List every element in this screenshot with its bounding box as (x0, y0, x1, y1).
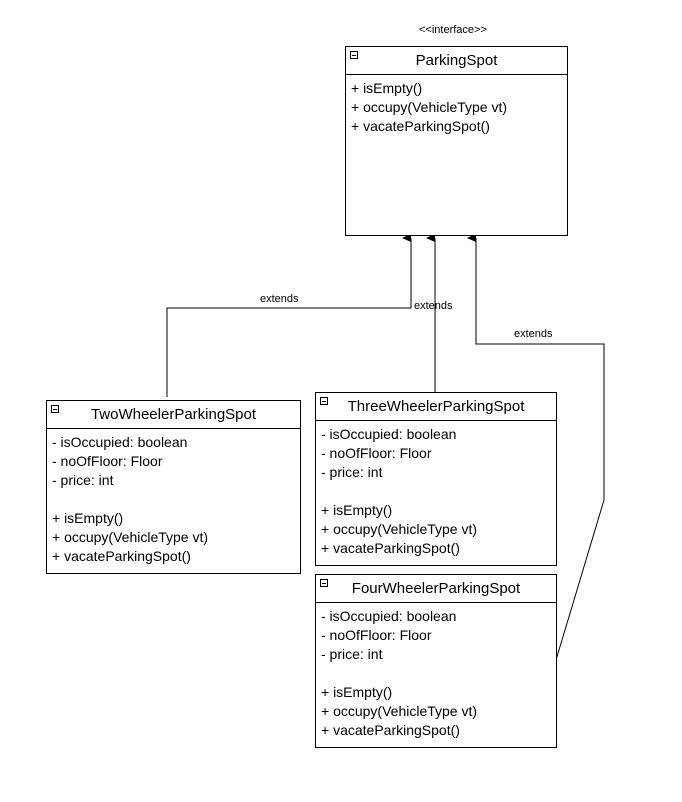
collapse-icon[interactable] (320, 397, 328, 405)
extends-edge-four (467, 234, 605, 661)
class-box-two-wheeler[interactable]: TwoWheelerParkingSpot - isOccupied: bool… (46, 400, 301, 574)
collapse-icon[interactable] (350, 51, 358, 59)
method-entry: + vacateParkingSpot() (52, 548, 191, 564)
class-name: ThreeWheelerParkingSpot (347, 398, 525, 415)
class-name: FourWheelerParkingSpot (351, 580, 521, 597)
method-entry: + isEmpty() (321, 684, 393, 700)
class-name: ParkingSpot (415, 52, 498, 69)
collapse-icon[interactable] (51, 405, 59, 413)
class-header: FourWheelerParkingSpot (316, 575, 556, 603)
member-list: - isOccupied: boolean - noOfFloor: Floor… (47, 429, 300, 570)
attribute-entry: - price: int (321, 464, 383, 480)
class-box-four-wheeler[interactable]: FourWheelerParkingSpot - isOccupied: boo… (315, 574, 557, 748)
method-entry: + vacateParkingSpot() (351, 118, 490, 134)
extends-edge-two (166, 234, 412, 397)
attribute-entry: - noOfFloor: Floor (52, 453, 163, 469)
extends-label-two: extends (260, 293, 299, 305)
method-entry: + occupy(VehicleType vt) (351, 99, 508, 115)
class-box-parking-spot[interactable]: ParkingSpot + isEmpty() + occupy(Vehicle… (345, 46, 568, 236)
interface-stereotype: <<interface>> (419, 24, 487, 36)
extends-label-three: extends (414, 300, 453, 312)
attribute-entry: - noOfFloor: Floor (321, 627, 432, 643)
attribute-entry: - price: int (321, 646, 383, 662)
class-header: ParkingSpot (346, 47, 567, 75)
member-list: - isOccupied: boolean - noOfFloor: Floor… (316, 603, 556, 744)
attribute-entry: - isOccupied: boolean (321, 608, 457, 624)
method-list: + isEmpty() + occupy(VehicleType vt) + v… (346, 75, 567, 140)
class-name: TwoWheelerParkingSpot (90, 406, 257, 423)
extends-label-four: extends (514, 328, 553, 340)
method-entry: + isEmpty() (321, 502, 393, 518)
method-entry: + isEmpty() (52, 510, 124, 526)
class-header: ThreeWheelerParkingSpot (316, 393, 556, 421)
method-entry: + occupy(VehicleType vt) (52, 529, 209, 545)
section-spacer (321, 664, 551, 683)
method-entry: + vacateParkingSpot() (321, 722, 460, 738)
attribute-entry: - isOccupied: boolean (321, 426, 457, 442)
member-list: - isOccupied: boolean - noOfFloor: Floor… (316, 421, 556, 562)
attribute-entry: - isOccupied: boolean (52, 434, 188, 450)
method-entry: + vacateParkingSpot() (321, 540, 460, 556)
collapse-icon[interactable] (320, 579, 328, 587)
method-entry: + occupy(VehicleType vt) (321, 703, 478, 719)
class-box-three-wheeler[interactable]: ThreeWheelerParkingSpot - isOccupied: bo… (315, 392, 557, 566)
section-spacer (52, 490, 295, 509)
attribute-entry: - price: int (52, 472, 114, 488)
attribute-entry: - noOfFloor: Floor (321, 445, 432, 461)
section-spacer (321, 482, 551, 501)
method-entry: + isEmpty() (351, 80, 423, 96)
method-entry: + occupy(VehicleType vt) (321, 521, 478, 537)
class-header: TwoWheelerParkingSpot (47, 401, 300, 429)
